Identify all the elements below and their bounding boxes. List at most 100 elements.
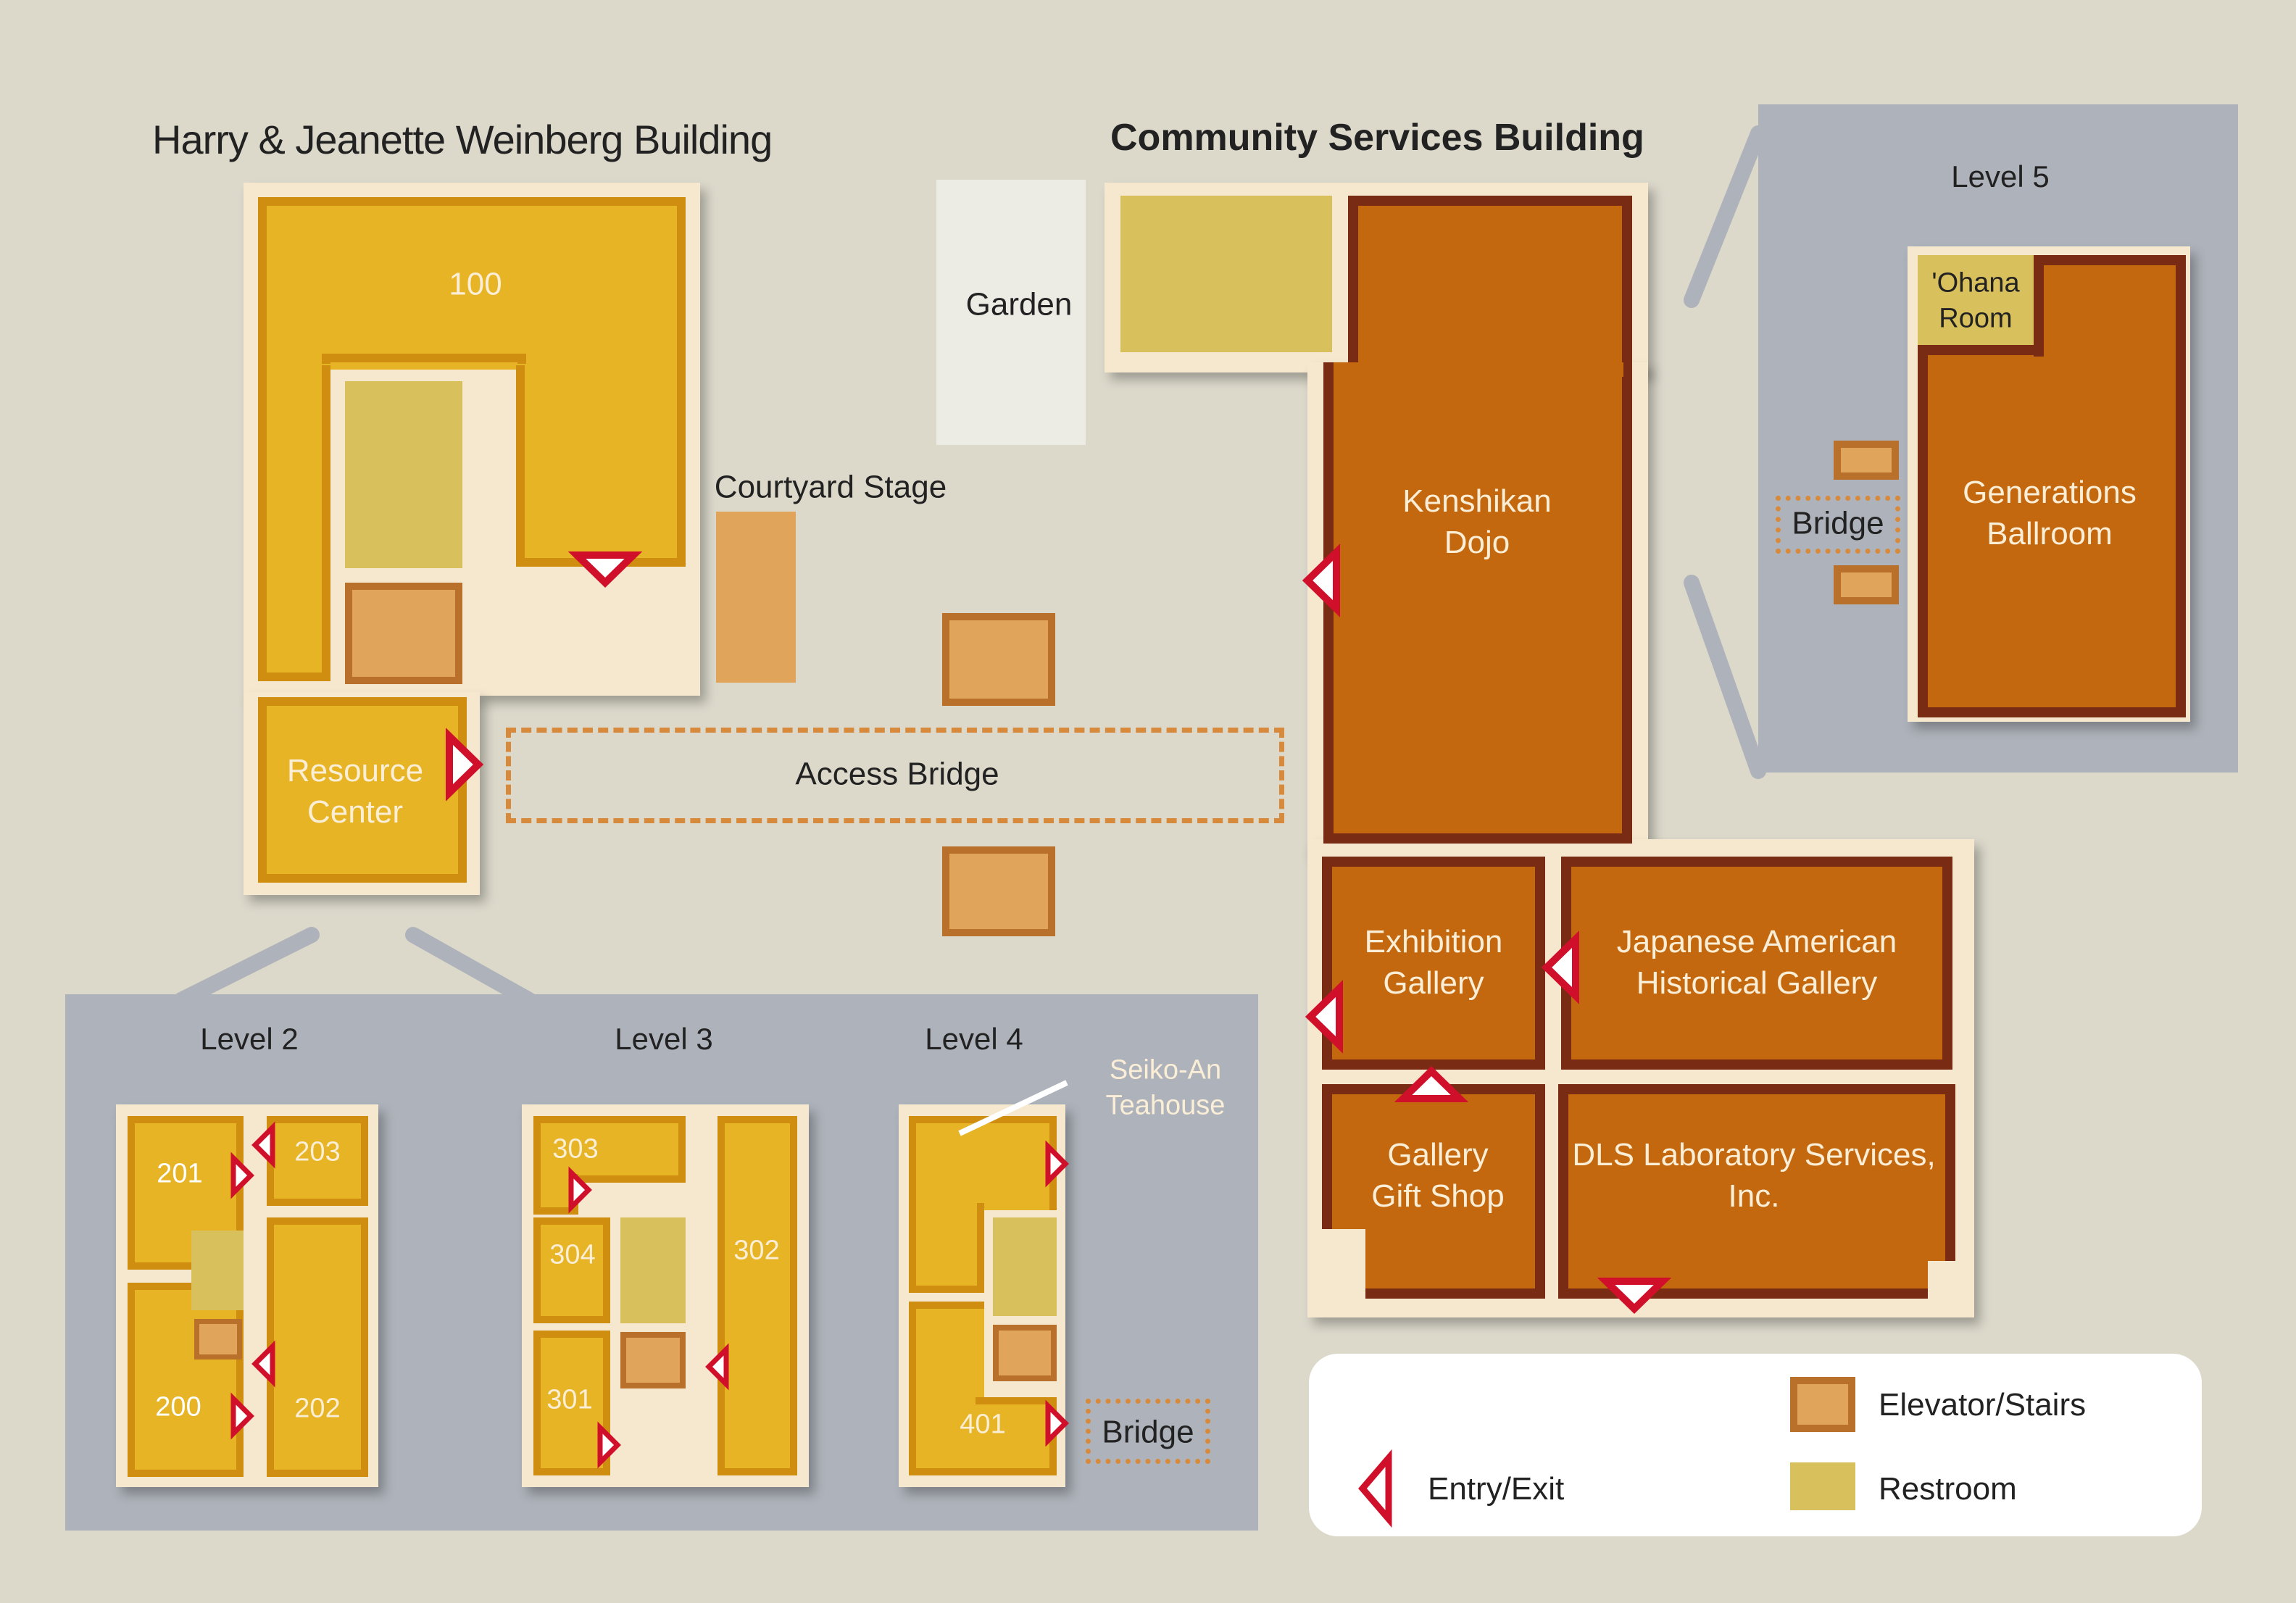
level-2-elevator bbox=[194, 1319, 242, 1360]
dojo-edge bbox=[1323, 362, 1334, 377]
room-302-label: 302 bbox=[733, 1235, 780, 1266]
room-302[interactable] bbox=[718, 1116, 797, 1475]
level-5-elevator-south bbox=[1834, 565, 1899, 604]
dojo-fill bbox=[1334, 362, 1623, 377]
kenshikan-dojo-label: Kenshikan Dojo bbox=[1402, 483, 1552, 560]
garden-label: Garden bbox=[965, 286, 1073, 322]
entry-exit-icon bbox=[568, 1166, 592, 1214]
room-202-label: 202 bbox=[294, 1393, 341, 1424]
entry-exit-icon bbox=[1394, 1066, 1469, 1102]
room-401[interactable] bbox=[909, 1302, 984, 1475]
entry-exit-icon bbox=[1541, 930, 1579, 1004]
entry-exit-icon bbox=[1302, 544, 1340, 617]
room-100-inner-edge bbox=[322, 354, 526, 364]
room-401-bottom bbox=[976, 1397, 1057, 1475]
room-202[interactable] bbox=[267, 1217, 368, 1477]
legend-entry-exit-icon bbox=[1358, 1449, 1392, 1528]
weinberg-restroom bbox=[345, 381, 462, 568]
level-5-bridge-label: Bridge bbox=[1792, 505, 1884, 541]
room-301-label: 301 bbox=[546, 1384, 593, 1415]
access-bridge[interactable] bbox=[506, 728, 1284, 823]
resource-center[interactable] bbox=[258, 697, 467, 883]
level-4-bridge[interactable] bbox=[1086, 1399, 1210, 1464]
level-5-connector bbox=[1684, 125, 1766, 779]
generations-ballroom-top bbox=[2034, 255, 2186, 357]
legend bbox=[1309, 1354, 2202, 1536]
room-200-label: 200 bbox=[155, 1391, 201, 1423]
teahouse-pointer-line bbox=[958, 1080, 1068, 1136]
legend-elevator-stairs-label: Elevator/Stairs bbox=[1879, 1387, 2087, 1423]
room-303[interactable] bbox=[533, 1116, 686, 1183]
level-5-bridge[interactable] bbox=[1776, 496, 1900, 554]
resource-center-label: Resource Center bbox=[286, 752, 424, 830]
room-201-label: 201 bbox=[157, 1158, 203, 1189]
kenshikan-dojo[interactable] bbox=[1348, 196, 1632, 370]
seiko-an-teahouse-wing bbox=[909, 1203, 984, 1293]
entry-exit-icon bbox=[705, 1343, 729, 1391]
courtyard-stage[interactable] bbox=[716, 512, 796, 683]
entry-exit-icon bbox=[230, 1392, 254, 1440]
dls-corner bbox=[1928, 1261, 1957, 1300]
level-2-label: Level 2 bbox=[200, 1022, 299, 1056]
entry-exit-icon bbox=[1045, 1399, 1069, 1447]
entry-exit-icon bbox=[446, 728, 484, 802]
courtyard-elevator-south bbox=[942, 846, 1055, 936]
weinberg-elevator bbox=[345, 583, 462, 684]
room-304[interactable] bbox=[533, 1217, 610, 1323]
entry-exit-icon bbox=[1305, 980, 1343, 1054]
ballroom-edge bbox=[1918, 345, 2044, 355]
entry-exit-icon bbox=[230, 1152, 254, 1199]
seiko-an-teahouse-label: Seiko-An Teahouse bbox=[1105, 1054, 1226, 1121]
legend-entry-exit-label: Entry/Exit bbox=[1428, 1471, 1565, 1507]
exhibition-gallery[interactable] bbox=[1322, 857, 1545, 1070]
room-100[interactable] bbox=[258, 197, 686, 370]
level-3-restroom bbox=[620, 1217, 686, 1323]
level-4-restroom bbox=[993, 1217, 1057, 1316]
room-100-left-wing bbox=[258, 355, 330, 681]
dls-label: DLS Laboratory Services, Inc. bbox=[1572, 1136, 1936, 1214]
kenshikan-dojo-main bbox=[1323, 367, 1632, 844]
entry-exit-icon bbox=[567, 551, 643, 588]
ohana-room-label: 'Ohana Room bbox=[1931, 267, 2020, 334]
room-100-label: 100 bbox=[449, 266, 502, 302]
room-401-label: 401 bbox=[960, 1409, 1006, 1440]
level-3-label: Level 3 bbox=[615, 1022, 713, 1056]
jahg-label: Japanese American Historical Gallery bbox=[1616, 923, 1897, 1001]
generations-ballroom[interactable] bbox=[1918, 345, 2186, 717]
community-services-building-title: Community Services Building bbox=[1110, 117, 1644, 159]
lower-levels-connector bbox=[173, 927, 537, 1008]
room-200[interactable] bbox=[128, 1283, 244, 1477]
level-5-elevator-north bbox=[1834, 441, 1899, 480]
legend-restroom-swatch bbox=[1790, 1462, 1855, 1510]
level-4-elevator bbox=[993, 1325, 1057, 1381]
level-5-label: Level 5 bbox=[1951, 159, 2050, 193]
courtyard-stage-label: Courtyard Stage bbox=[714, 469, 947, 505]
legend-restroom-label: Restroom bbox=[1879, 1471, 2017, 1507]
generations-ballroom-label: Generations Ballroom bbox=[1963, 474, 2137, 551]
access-bridge-label: Access Bridge bbox=[795, 756, 999, 792]
exhibition-gallery-label: Exhibition Gallery bbox=[1364, 923, 1503, 1001]
room-301[interactable] bbox=[533, 1331, 610, 1475]
entry-exit-icon bbox=[251, 1340, 275, 1388]
garden[interactable] bbox=[936, 180, 1086, 445]
entry-exit-icon bbox=[597, 1421, 621, 1469]
entry-exit-icon bbox=[251, 1121, 275, 1169]
room-304-label: 304 bbox=[549, 1239, 596, 1270]
japanese-american-historical-gallery[interactable] bbox=[1561, 857, 1952, 1070]
room-303-label: 303 bbox=[552, 1133, 599, 1165]
community-restroom bbox=[1120, 196, 1332, 352]
entry-exit-icon bbox=[1045, 1140, 1069, 1188]
dls-laboratory-services[interactable] bbox=[1558, 1084, 1955, 1299]
legend-elevator-stairs-swatch bbox=[1790, 1377, 1855, 1432]
room-203-label: 203 bbox=[294, 1136, 341, 1167]
courtyard-elevator-north bbox=[942, 613, 1055, 706]
gift-shop-corner bbox=[1322, 1229, 1365, 1299]
level-2-restroom bbox=[191, 1231, 244, 1310]
room-100-right-wing bbox=[516, 355, 686, 567]
level-4-bridge-label: Bridge bbox=[1102, 1414, 1194, 1450]
level-4-label: Level 4 bbox=[925, 1022, 1023, 1056]
weinberg-building-title: Harry & Jeanette Weinberg Building bbox=[152, 117, 773, 162]
level-3-elevator bbox=[620, 1332, 686, 1388]
entry-exit-icon bbox=[1597, 1278, 1672, 1314]
ohana-room[interactable] bbox=[1918, 255, 2035, 345]
